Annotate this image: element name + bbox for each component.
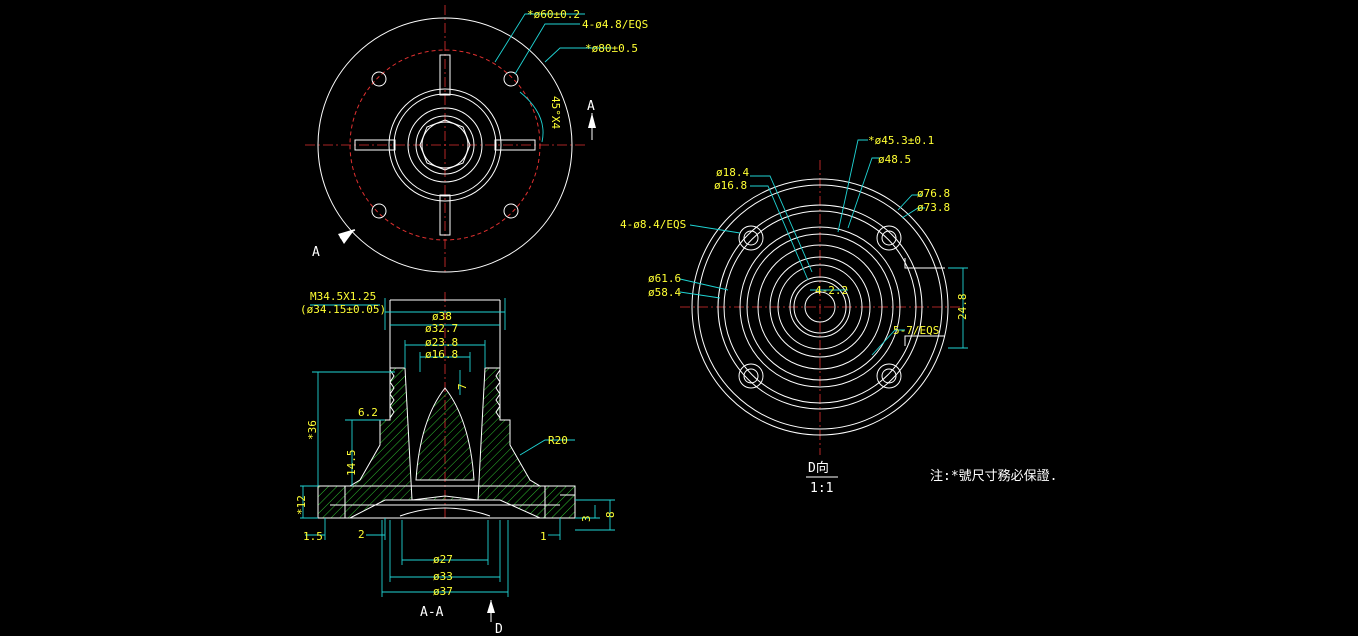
dim-3: 3 — [580, 515, 593, 522]
dim-thread: M34.5X1.25 — [310, 290, 376, 303]
dim-d168-d: ø16.8 — [714, 179, 747, 192]
d-view: *ø45.3±0.1 ø48.5 ø18.4 ø16.8 ø76.8 ø73.8… — [620, 134, 969, 496]
dim-d327: ø32.7 — [425, 322, 458, 335]
section-label-left: A — [312, 245, 320, 260]
dim-15: 1.5 — [303, 530, 323, 543]
dim-36: *36 — [306, 420, 319, 440]
dim-7: 7 — [456, 383, 469, 390]
dim-d37: ø37 — [433, 585, 453, 598]
dim-d184: ø18.4 — [716, 166, 749, 179]
dim-d616: ø61.6 — [648, 272, 681, 285]
dim-d33: ø33 — [433, 570, 453, 583]
dim-angle: 45°X4 — [549, 96, 562, 129]
view-d-label: D — [495, 622, 503, 636]
dim-12: *12 — [295, 495, 308, 515]
dim-60: *ø60±0.2 — [527, 8, 580, 21]
top-view: *ø60±0.2 4-ø4.8/EQS *ø80±0.5 45°X4 A A — [305, 5, 648, 275]
dim-thread-sub: (ø34.15±0.05) — [300, 303, 386, 316]
section-label: A-A — [420, 605, 444, 620]
dim-62: 6.2 — [358, 406, 378, 419]
dim-radius: R20 — [548, 434, 568, 447]
dim-1: 1 — [540, 530, 547, 543]
dim-d453: *ø45.3±0.1 — [868, 134, 934, 147]
dim-d238: ø23.8 — [425, 336, 458, 349]
dim-80: *ø80±0.5 — [585, 42, 638, 55]
section-label-right: A — [587, 99, 595, 114]
section-hatch — [317, 367, 576, 519]
dim-d485: ø48.5 — [878, 153, 911, 166]
dim-248: 24.8 — [956, 294, 969, 321]
d-view-title: D向 — [808, 460, 829, 476]
dim-holes: 4-ø4.8/EQS — [582, 18, 648, 31]
dim-eqs57: 5-7/EQS — [893, 324, 939, 337]
dim-d38: ø38 — [432, 310, 452, 323]
dim-145: 14.5 — [345, 450, 358, 477]
dim-d768: ø76.8 — [917, 187, 950, 200]
d-view-scale: 1:1 — [810, 481, 833, 496]
dim-slots: 4-2.2 — [815, 284, 848, 297]
dim-d584: ø58.4 — [648, 286, 681, 299]
dim-8: 8 — [604, 511, 617, 518]
dim-d738: ø73.8 — [917, 201, 950, 214]
section-view: M34.5X1.25 (ø34.15±0.05) ø38 ø32.7 ø23.8… — [295, 290, 617, 636]
dim-holes-d: 4-ø8.4/EQS — [620, 218, 686, 231]
dim-d27: ø27 — [433, 553, 453, 566]
drawing-note: 注:*號尺寸務必保證. — [930, 468, 1057, 484]
dim-d168: ø16.8 — [425, 348, 458, 361]
dim-2: 2 — [358, 528, 365, 541]
